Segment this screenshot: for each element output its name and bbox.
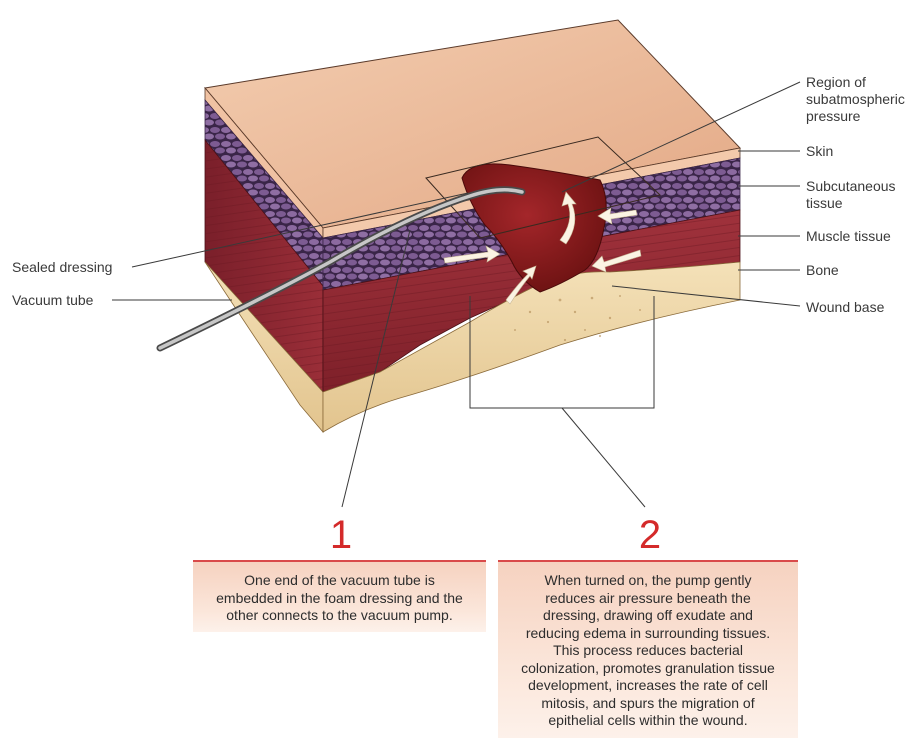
step-1-line: other connects to the vacuum pump. [203,607,476,625]
label-region: Region of subatmospheric pressure [806,74,905,125]
step-2-line: colonization, promotes granulation tissu… [508,660,788,678]
label-subcutaneous-line-1: Subcutaneous [806,178,896,195]
label-region-line-1: Region of [806,74,905,91]
label-region-line-3: pressure [806,108,905,125]
label-muscle: Muscle tissue [806,228,891,245]
label-region-line-2: subatmospheric [806,91,905,108]
step-2-number: 2 [620,515,680,555]
step-1-line: embedded in the foam dressing and the [203,590,476,608]
step-1-number: 1 [311,515,371,555]
label-wound-base: Wound base [806,299,884,316]
label-subcutaneous: Subcutaneous tissue [806,178,896,212]
label-subcutaneous-line-2: tissue [806,195,896,212]
step-2-description: When turned on, the pump gently reduces … [498,560,798,738]
step-2-line: dressing, drawing off exudate and [508,607,788,625]
step-2-line: When turned on, the pump gently [508,572,788,590]
label-skin: Skin [806,143,833,160]
step-2-line: reduces air pressure beneath the [508,590,788,608]
step-2-line: epithelial cells within the wound. [508,712,788,730]
step-2-line: This process reduces bacterial [508,642,788,660]
label-sealed-dressing: Sealed dressing [12,259,112,276]
step-2-line: mitosis, and spurs the migration of [508,695,788,713]
label-bone: Bone [806,262,839,279]
label-vacuum-tube: Vacuum tube [12,292,93,309]
step-1-line: One end of the vacuum tube is [203,572,476,590]
step-2-line: development, increases the rate of cell [508,677,788,695]
step-2-line: reducing edema in surrounding tissues. [508,625,788,643]
step-1-description: One end of the vacuum tube is embedded i… [193,560,486,632]
